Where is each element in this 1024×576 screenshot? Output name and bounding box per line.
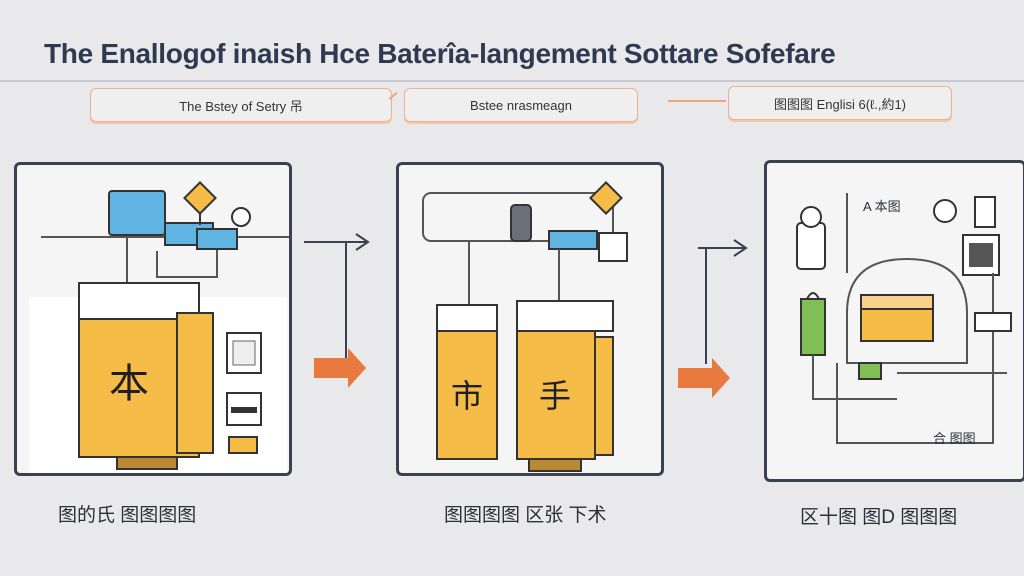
warning-icon <box>183 181 217 215</box>
flow-arrows-2 <box>678 239 748 398</box>
tab-management[interactable]: Bstee nrasmeagn <box>404 88 638 122</box>
device-icon <box>796 222 826 270</box>
tab-language[interactable]: 图图图 Englisi 6(ℓ.,約1) <box>728 86 952 120</box>
battery-cap <box>860 294 934 310</box>
page-title: The Enallogof inaish Hce Baterîa-langeme… <box>44 38 836 69</box>
device-slot <box>231 407 257 413</box>
title-divider <box>0 80 1024 82</box>
battery-icon <box>436 330 498 460</box>
arrow-head <box>355 233 370 251</box>
panel-2-illustration: 市 手 <box>422 181 628 472</box>
green-cell-icon <box>800 298 826 356</box>
indicator-icon <box>228 436 258 454</box>
caption-3: 区十图 图D 图图图 <box>800 507 958 528</box>
wire <box>156 243 218 278</box>
panel-2: 市 手 <box>396 162 664 476</box>
orange-arrow-icon <box>678 358 730 398</box>
probe-icon <box>510 204 532 242</box>
battery-glyph: 市 <box>451 378 483 414</box>
cell-terminal <box>806 292 820 300</box>
orange-arrow-icon <box>314 348 366 388</box>
battery-glyph: 本 <box>109 362 149 406</box>
green-indicator-icon <box>858 362 882 380</box>
battery-cap <box>516 300 614 332</box>
panel-3-illustration: A 本图 合 图图 <box>796 193 1012 446</box>
tab-battery-story[interactable]: The Bstey of Setry 吊 <box>90 88 392 122</box>
enclosure-outline <box>846 257 968 364</box>
battery-side <box>594 336 614 456</box>
arrow-head <box>733 239 748 257</box>
battery-cap <box>436 304 498 332</box>
tab-connector <box>668 100 726 102</box>
meter-screen <box>969 243 993 267</box>
module-icon <box>196 228 238 250</box>
gauge-icon <box>231 207 251 227</box>
connector-icon <box>974 312 1012 332</box>
caption-1: 图的氏 图图图图 <box>58 505 197 526</box>
flow-arrows-1 <box>304 233 370 388</box>
battery-base <box>528 458 582 472</box>
battery-icon <box>516 330 596 460</box>
battery-glyph: 手 <box>539 378 571 414</box>
caption-2: 图图图图 区张 下术 <box>444 505 607 526</box>
wire <box>836 273 994 444</box>
gauge-icon <box>933 199 957 223</box>
panel-3-label: 合 图图 <box>933 431 976 446</box>
cloud-icon <box>800 206 822 228</box>
module-icon <box>548 230 598 250</box>
battery-base <box>116 456 178 470</box>
connector-icon <box>598 232 628 262</box>
phone-icon <box>974 196 996 228</box>
monitor-icon <box>108 190 166 236</box>
wire <box>812 355 897 400</box>
panel-3: A 本图 合 图图 <box>764 160 1024 482</box>
device-screen <box>232 340 256 366</box>
panel-3-label: A 本图 <box>863 199 901 214</box>
warning-icon <box>589 181 623 215</box>
panel-1-illustration: 本 <box>29 181 289 473</box>
battery-side <box>176 312 214 454</box>
panel-1: 本 <box>14 162 292 476</box>
